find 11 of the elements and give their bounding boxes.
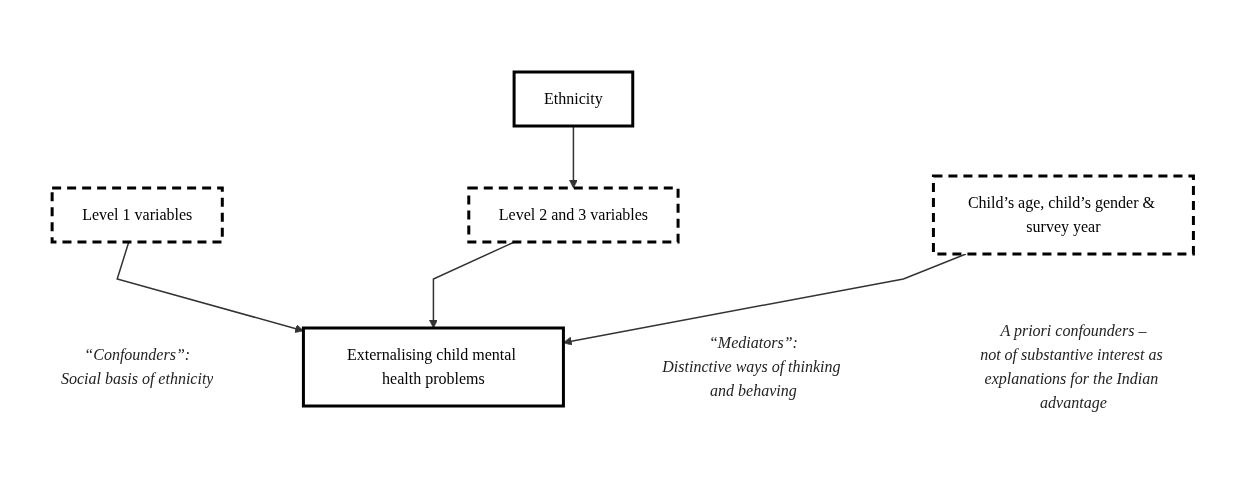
- node-label: Social basis of ethnicity: [60, 369, 214, 387]
- node-label: “Confounders”:: [84, 345, 190, 363]
- node-label: A priori confounders –: [1000, 321, 1147, 339]
- node-label: Distinctive ways of thinking and behaving: [662, 357, 841, 399]
- node-label: “Mediators”:: [708, 333, 798, 351]
- node-box: Child’s age, child’s gender & survey year: [931, 174, 1195, 255]
- node-label: not of substantive interest as explanations for the Indian advantage: [979, 345, 1163, 411]
- node-box: Externalising child mental health problems: [301, 326, 565, 407]
- node-box: Level 1 variables: [50, 186, 224, 243]
- node-box: Ethnicity: [512, 70, 635, 127]
- node-box: Level 2 and 3 variables: [467, 186, 680, 243]
